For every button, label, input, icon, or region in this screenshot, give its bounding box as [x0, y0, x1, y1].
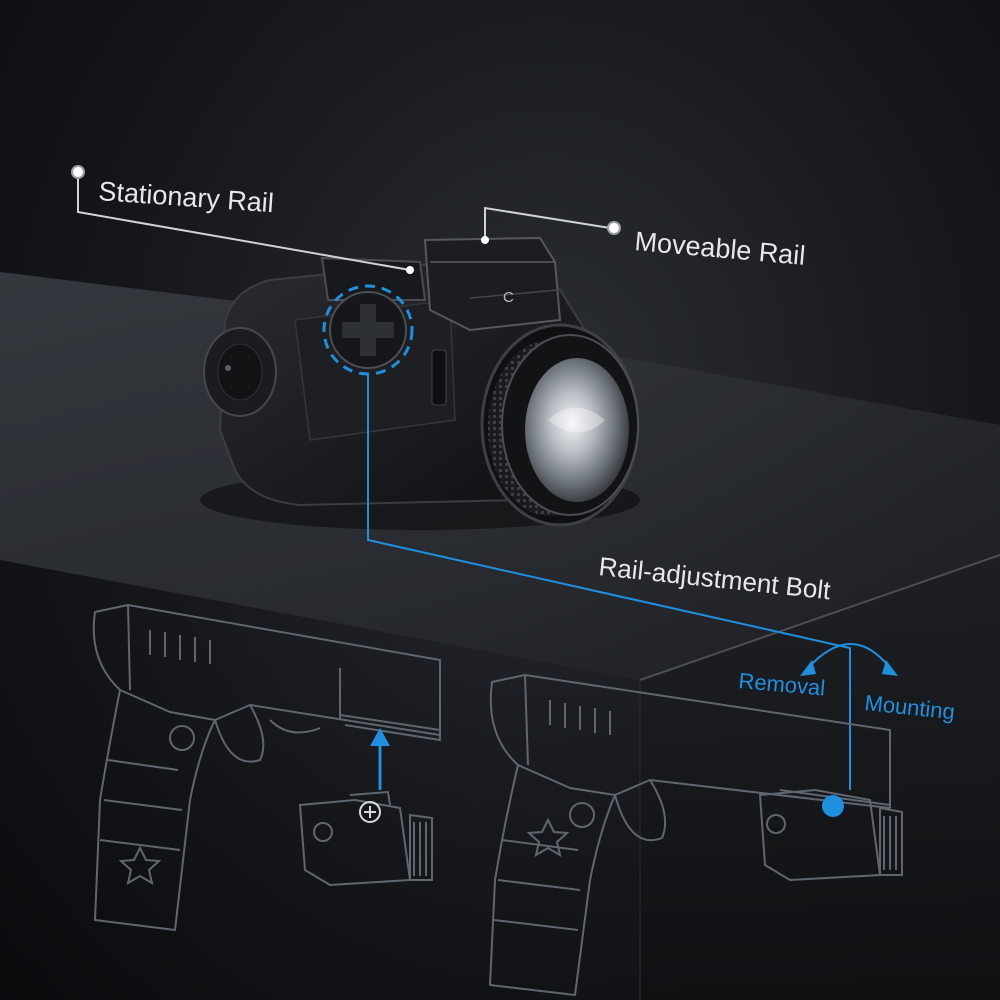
rail-marking: C — [503, 289, 514, 306]
moveable-rail-label: Moveable Rail — [633, 226, 806, 271]
rotation-arrow-icon — [800, 643, 898, 676]
leader-lines — [77, 172, 611, 271]
small-bolt-right — [822, 795, 844, 817]
small-light-right — [758, 788, 903, 882]
star-icon — [118, 845, 162, 886]
stationary-rail-anchor — [406, 266, 414, 274]
weapon-light: C — [200, 236, 640, 530]
pistol-line-art-left — [92, 604, 441, 931]
bolt-leader-line — [367, 374, 851, 790]
moveable-rail-dot — [607, 221, 621, 235]
moveable-rail-anchor — [481, 236, 489, 244]
small-light-left — [298, 790, 433, 887]
stationary-rail-label: Stationary Rail — [98, 176, 275, 218]
star-icon — [526, 817, 570, 858]
pistol-line-art-right — [489, 674, 891, 996]
stationary-rail-dot — [71, 165, 85, 179]
small-bolt-left — [359, 801, 381, 823]
mounting-arrow-icon — [370, 728, 390, 790]
